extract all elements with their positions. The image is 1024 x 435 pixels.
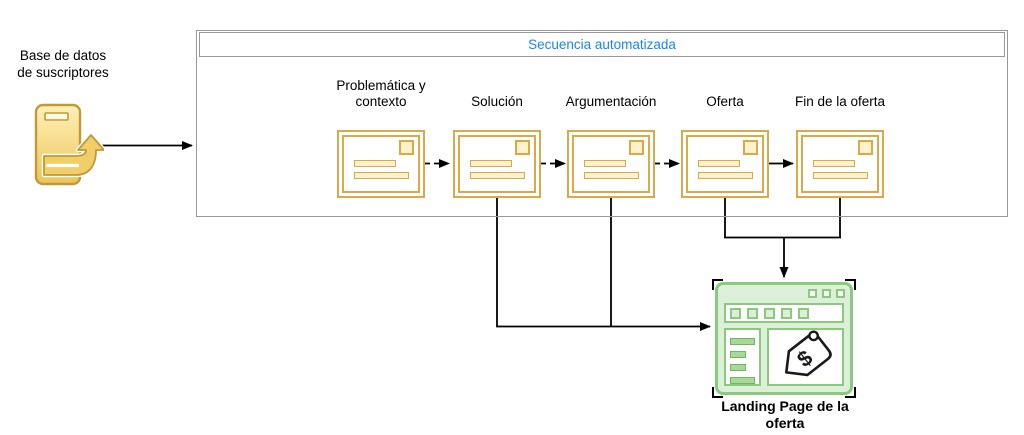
address-line: [354, 172, 409, 179]
address-line: [470, 172, 525, 179]
email-icon-oferta: [681, 130, 769, 198]
email-icon-argumentacion: [567, 130, 655, 198]
email-label-argumentacion: Argumentación: [565, 94, 657, 110]
email-icon-solucion: [453, 130, 541, 198]
address-line: [813, 160, 855, 167]
email-label-problematica: Problemática y contexto: [336, 78, 426, 110]
email-icon-fin-oferta: [796, 130, 884, 198]
address-line: [470, 160, 512, 167]
database-label-line2: de suscriptores: [17, 64, 109, 80]
stamp-icon: [858, 140, 873, 155]
database-icon: [34, 103, 104, 186]
sequence-title: Secuencia automatizada: [199, 32, 1005, 57]
address-line: [354, 160, 396, 167]
address-line: [813, 172, 868, 179]
arrow-solucion-to-landing: [496, 198, 711, 331]
email-label-fin-oferta: Fin de la oferta: [794, 94, 886, 110]
selection-corner-icon: [845, 387, 856, 398]
price-tag-icon: $: [784, 330, 832, 377]
stamp-icon: [629, 140, 644, 155]
email-label-solucion: Solución: [471, 94, 523, 110]
window-controls-icon: [808, 289, 845, 298]
landing-label-line2: oferta: [765, 414, 805, 431]
landing-page-icon: $: [712, 279, 856, 398]
email-icon-problematica: [337, 130, 425, 198]
landing-page-label: Landing Page de la oferta: [704, 398, 866, 432]
envelope-icon: [686, 135, 764, 193]
selection-corner-icon: [712, 279, 723, 290]
browser-navbar-icon: [724, 303, 844, 323]
landing-content-panel: $: [767, 328, 844, 386]
address-line: [698, 172, 753, 179]
envelope-icon: [572, 135, 650, 193]
database-label-line1: Base de datos: [19, 48, 107, 63]
database-label: Base de datos de suscriptores: [5, 48, 121, 82]
stamp-icon: [399, 140, 414, 155]
selection-corner-icon: [712, 387, 723, 398]
sequence-container: Secuencia automatizada: [196, 30, 1008, 217]
email-label-oferta: Oferta: [706, 94, 744, 110]
envelope-icon: [458, 135, 536, 193]
envelope-icon: [801, 135, 879, 193]
sidebar-menu-icon: [724, 328, 761, 386]
address-line: [584, 172, 639, 179]
landing-label-line1: Landing Page de la: [721, 398, 849, 414]
address-line: [698, 160, 740, 167]
envelope-icon: [342, 135, 420, 193]
stamp-icon: [743, 140, 758, 155]
address-line: [584, 160, 626, 167]
stamp-icon: [515, 140, 530, 155]
selection-corner-icon: [845, 279, 856, 290]
upload-arrow-icon: [41, 132, 104, 178]
